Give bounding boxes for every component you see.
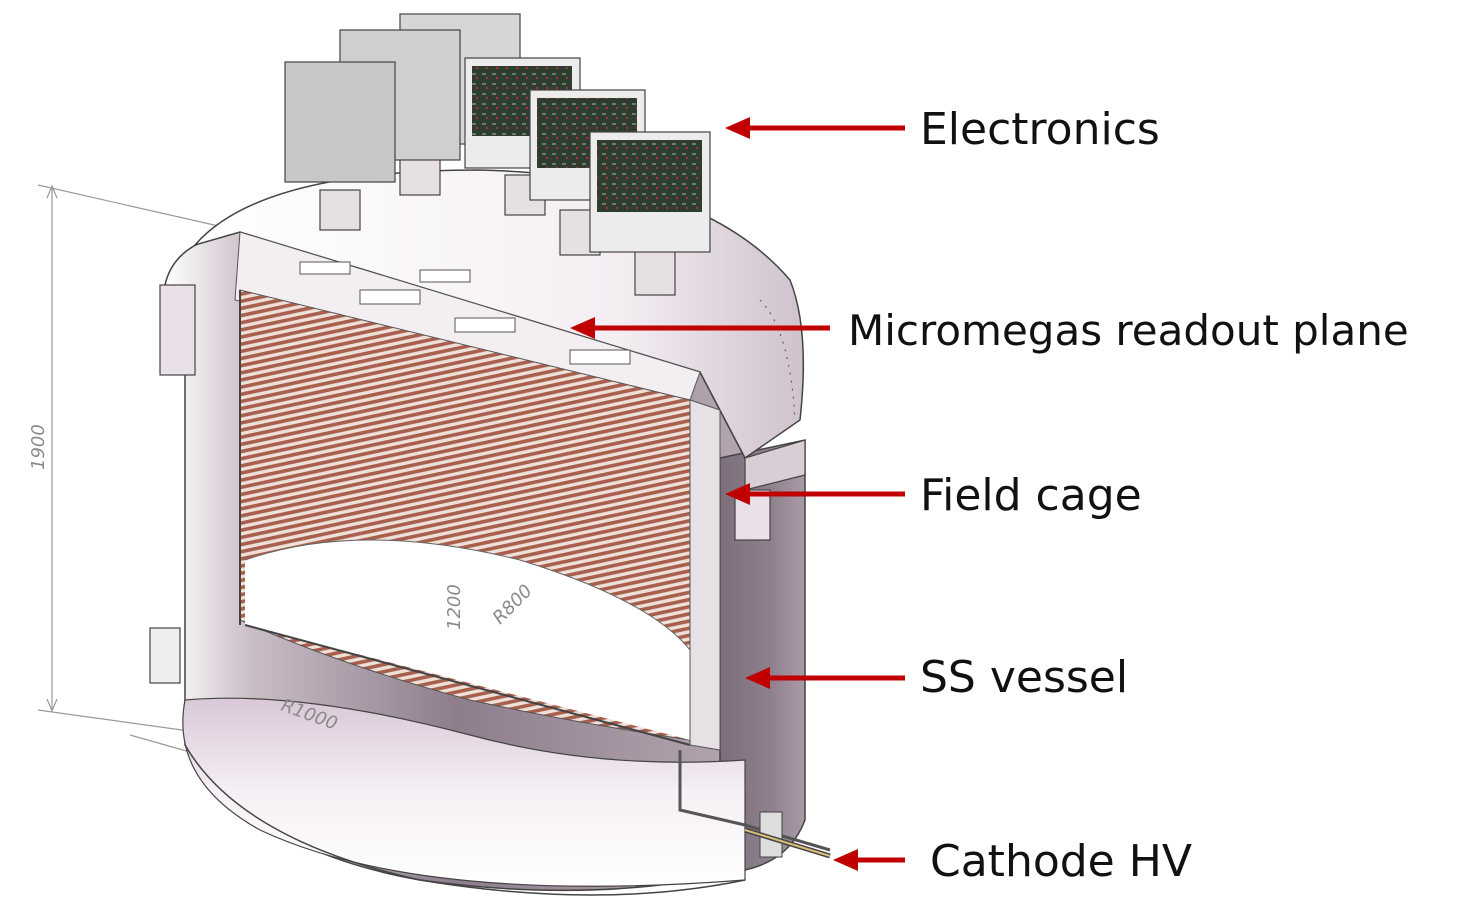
cathode-hv-feedthrough [678,750,831,859]
label-cathode-hv: Cathode HV [930,836,1192,887]
callout-arrows [570,117,905,871]
field-cage [239,289,721,751]
arrow-field-cage [725,483,905,505]
side-port [149,627,181,684]
electronics [284,13,711,296]
arrow-electronics [725,117,905,139]
label-field-cage: Field cage [920,470,1142,521]
arrow-ss-vessel [745,667,905,689]
label-micromegas: Micromegas readout plane [848,306,1409,355]
arrow-micromegas [570,317,830,339]
label-electronics: Electronics [920,104,1160,155]
label-ss-vessel: SS vessel [920,652,1129,703]
dim-1900: 1900 [28,424,49,470]
dim-1200: 1200 [444,584,465,630]
micromegas-readout-plane [234,231,701,401]
arrow-cathode-hv [833,849,905,871]
